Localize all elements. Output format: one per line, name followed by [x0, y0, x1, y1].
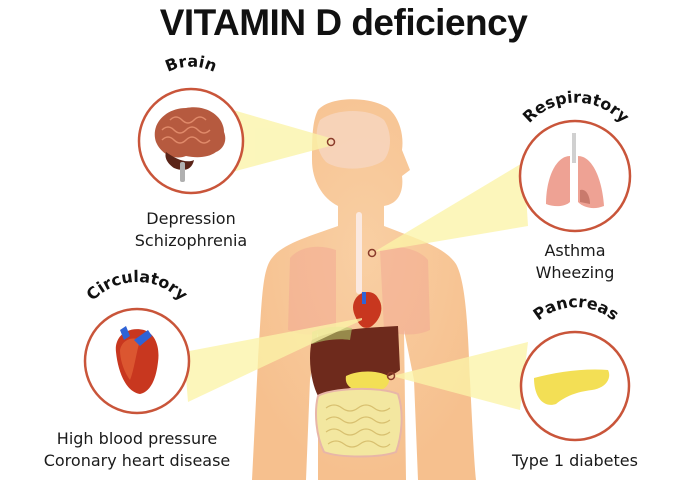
beam-circulatory	[184, 318, 362, 402]
heart-icon	[115, 326, 159, 394]
beam-pancreas	[392, 342, 528, 410]
beam-brain	[226, 108, 330, 172]
brain-title: Brain	[163, 51, 220, 75]
condition-schizophrenia: Schizophrenia	[134, 231, 248, 250]
svg-text:Circulatory: Circulatory	[83, 267, 192, 305]
brain-panel: Brain	[137, 51, 245, 195]
brain-icon	[154, 107, 226, 182]
beams	[184, 108, 528, 410]
condition-coronary-heart-disease: Coronary heart disease	[43, 451, 231, 470]
circulatory-conditions: High blood pressure Coronary heart disea…	[30, 428, 244, 472]
condition-type1-diabetes: Type 1 diabetes	[512, 451, 638, 470]
pancreas-conditions: Type 1 diabetes	[495, 450, 655, 472]
condition-asthma: Asthma	[544, 241, 606, 260]
marker-brain	[326, 137, 336, 147]
condition-depression: Depression	[146, 209, 236, 228]
marker-pancreas	[386, 371, 396, 381]
condition-high-blood-pressure: High blood pressure	[56, 429, 218, 448]
beam-respiratory	[374, 162, 528, 252]
marker-respiratory	[367, 248, 377, 258]
brain-conditions: Depression Schizophrenia	[116, 208, 266, 252]
pancreas-title: Pancreas	[530, 292, 623, 324]
respiratory-conditions: Asthma Wheezing	[510, 240, 640, 284]
circulatory-title: Circulatory	[83, 267, 192, 305]
respiratory-panel: Respiratory	[518, 88, 634, 233]
pancreas-icon	[534, 369, 610, 405]
body-silhouette	[252, 99, 476, 480]
svg-text:Pancreas: Pancreas	[530, 292, 623, 324]
condition-wheezing: Wheezing	[535, 263, 615, 282]
circulatory-panel: Circulatory	[83, 267, 192, 415]
lungs-icon	[546, 133, 604, 209]
pancreas-panel: Pancreas	[519, 292, 631, 442]
svg-text:Brain: Brain	[163, 51, 220, 75]
page-title: VITAMIN D deficiency	[159, 2, 528, 43]
